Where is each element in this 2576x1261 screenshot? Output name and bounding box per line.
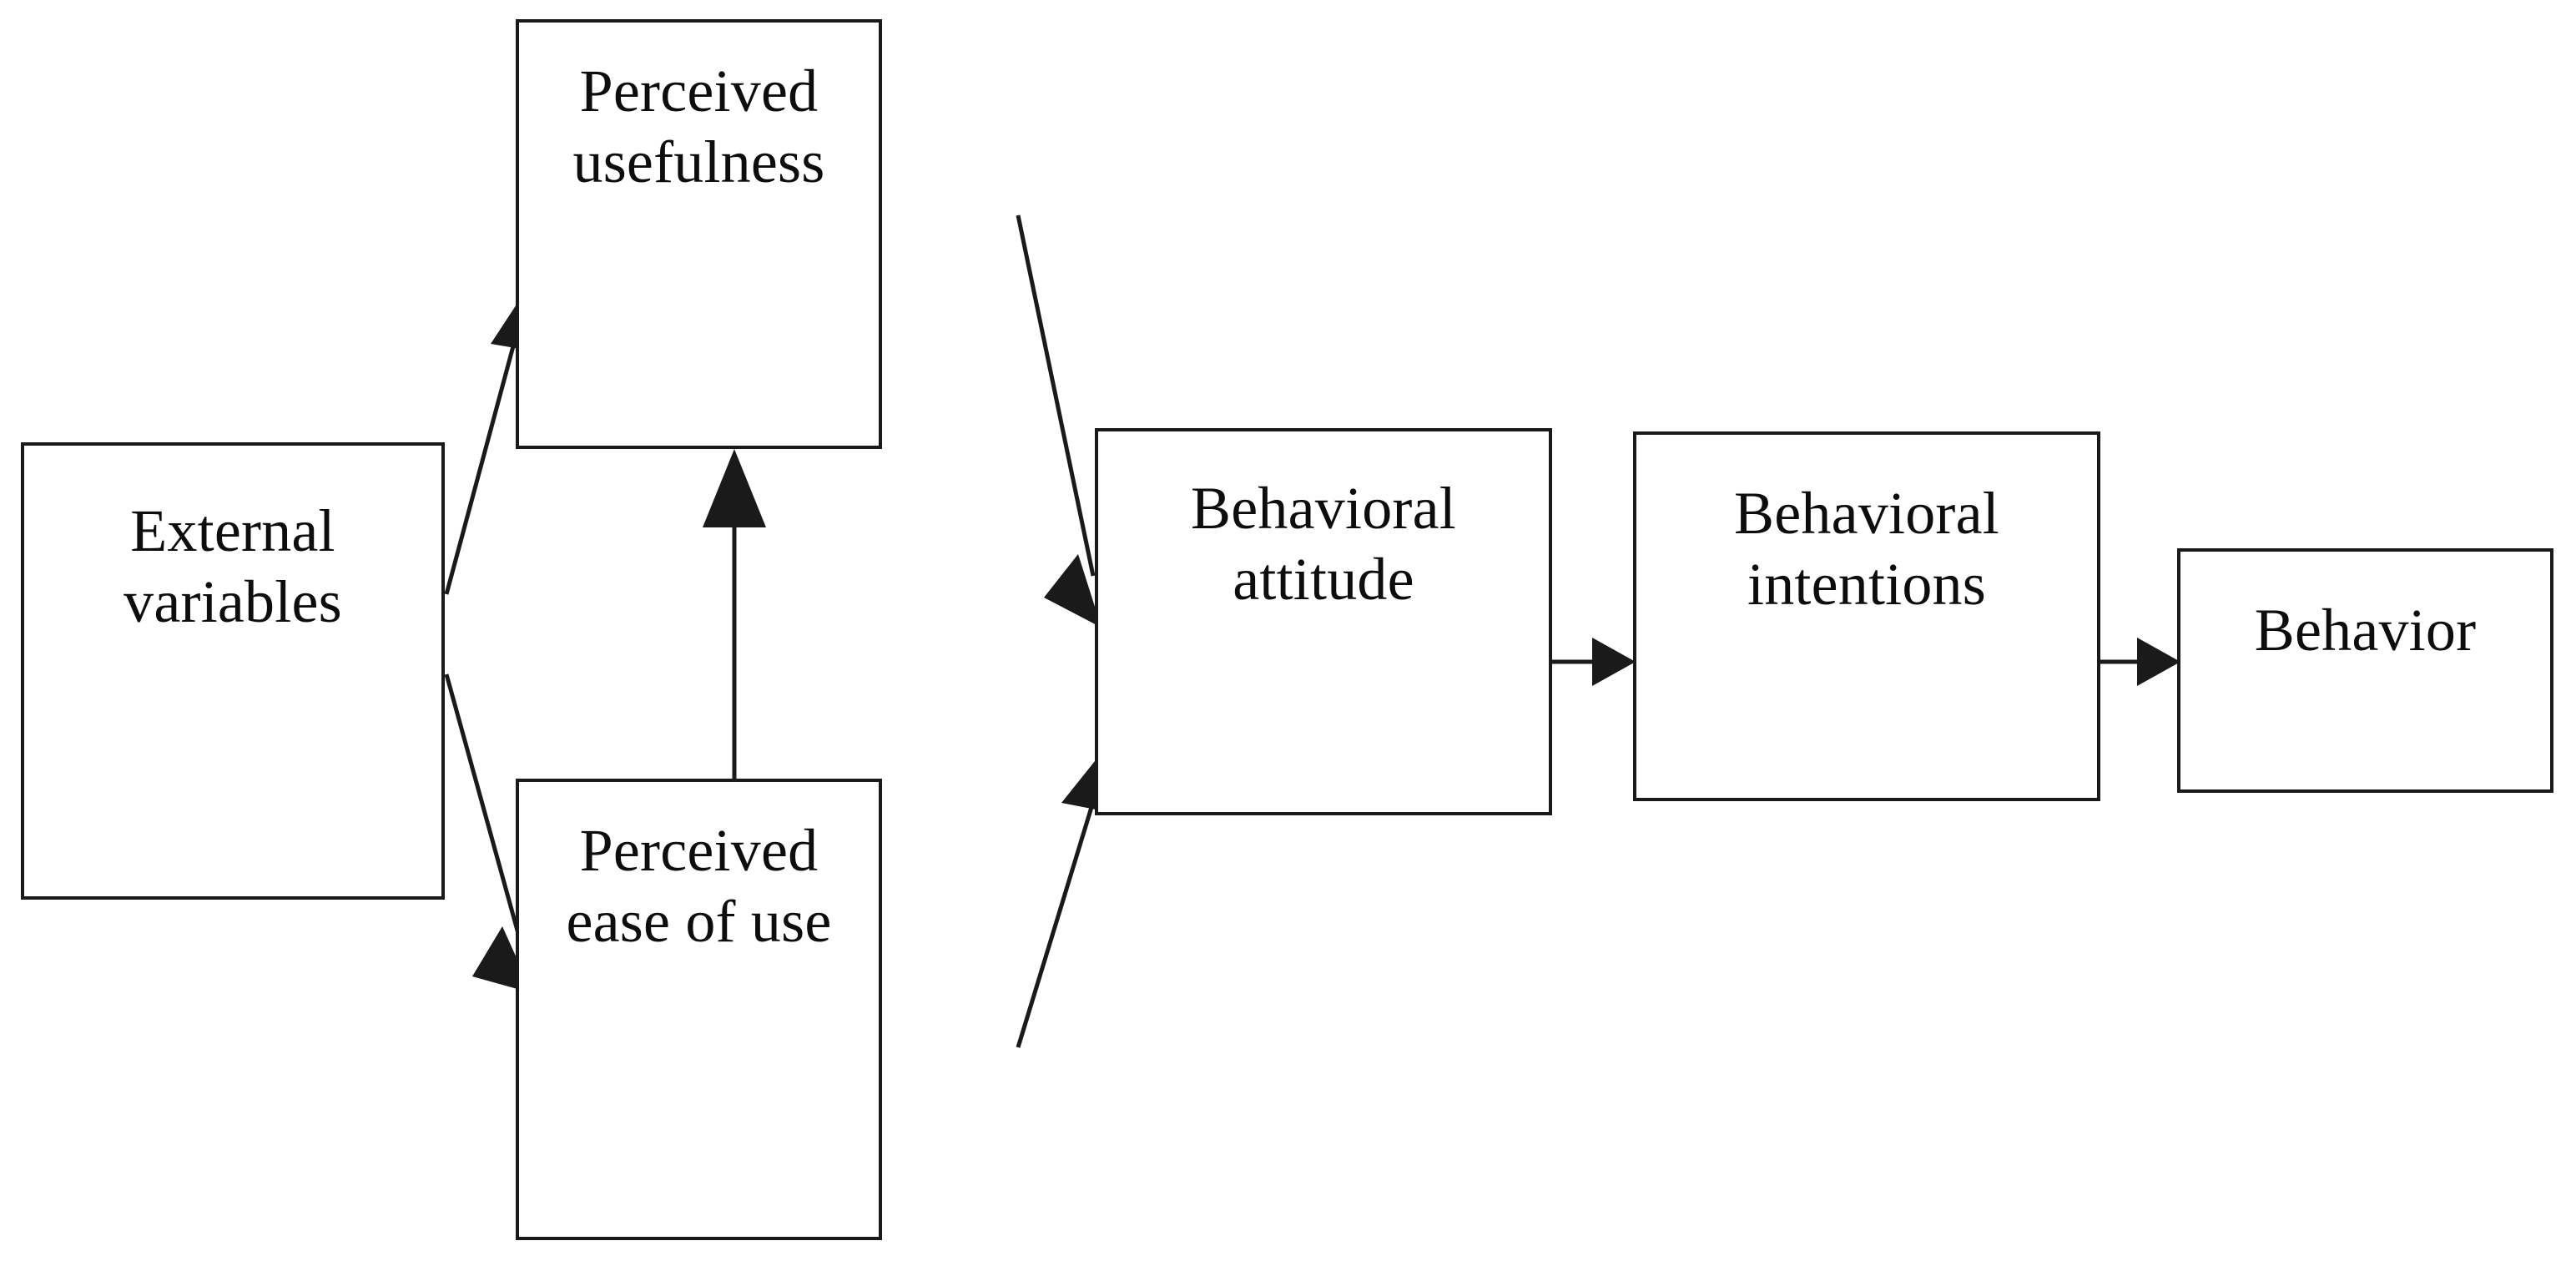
edge-intentions-to-behavior xyxy=(2099,638,2180,686)
node-behavioral-intentions[interactable]: Behavioral intentions xyxy=(1633,431,2100,801)
node-perceived-usefulness[interactable]: Perceived usefulness xyxy=(516,19,882,449)
node-perceived-ease-of-use-label: Perceived ease of use xyxy=(566,817,832,955)
edge-usefulness-to-attitude xyxy=(1016,214,1101,628)
node-perceived-usefulness-label: Perceived usefulness xyxy=(572,58,825,195)
node-behavior-label: Behavior xyxy=(2254,597,2477,663)
node-behavior[interactable]: Behavior xyxy=(2177,548,2553,793)
node-perceived-ease-of-use[interactable]: Perceived ease of use xyxy=(516,779,882,1240)
edge-ease-of-use-to-usefulness xyxy=(703,449,766,780)
node-external-variables-label: External variables xyxy=(124,497,342,635)
edge-attitude-to-intentions xyxy=(1550,638,1636,686)
node-external-variables[interactable]: External variables xyxy=(21,442,445,900)
node-behavioral-attitude-label: Behavioral attitude xyxy=(1191,475,1456,613)
node-behavioral-intentions-label: Behavioral intentions xyxy=(1734,480,1999,618)
node-behavioral-attitude[interactable]: Behavioral attitude xyxy=(1095,428,1552,815)
